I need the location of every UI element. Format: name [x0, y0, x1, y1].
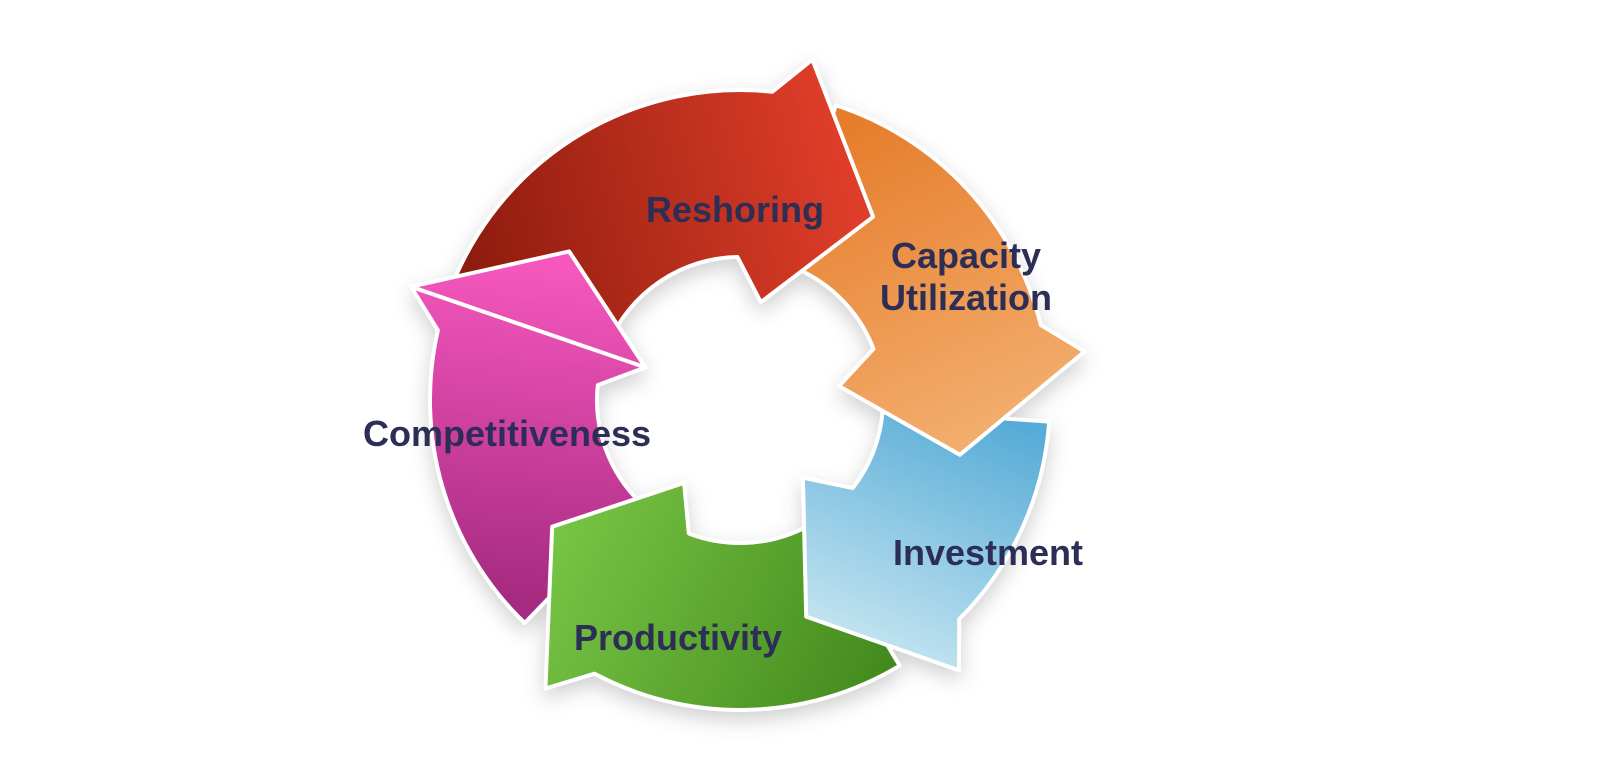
- label-competitiveness: Competitiveness: [362, 412, 652, 454]
- label-investment: Investment: [892, 531, 1084, 573]
- arrow-investment: [800, 408, 1052, 673]
- label-productivity: Productivity: [573, 616, 783, 658]
- label-reshoring: Reshoring: [645, 188, 825, 230]
- cycle-arrows-group: [409, 57, 1087, 712]
- arrow-competitiveness-head-overlay: [409, 249, 648, 370]
- label-capacity-utilization: Capacity Utilization: [880, 234, 1052, 318]
